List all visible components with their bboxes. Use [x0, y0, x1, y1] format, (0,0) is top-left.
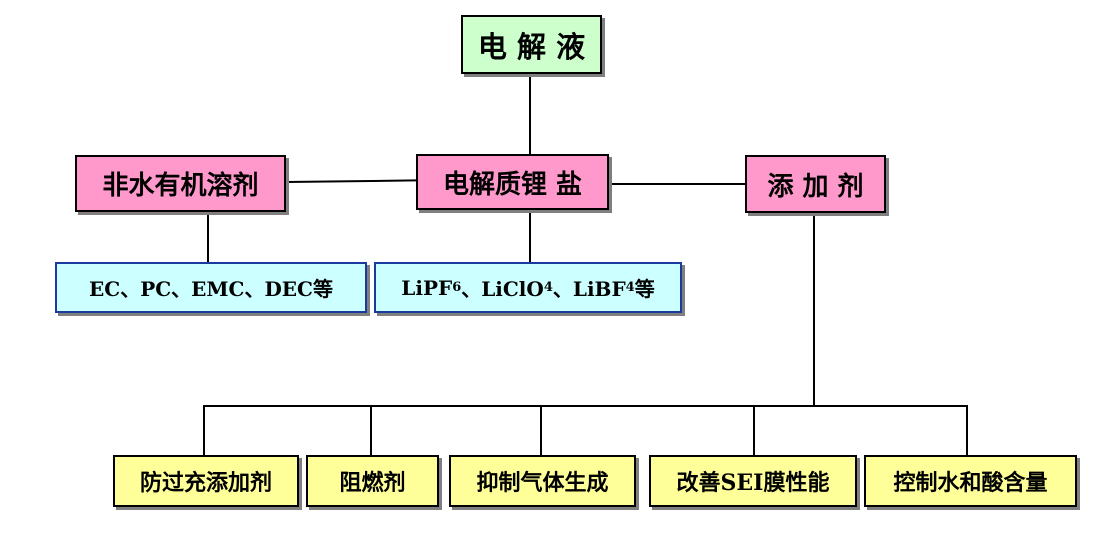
- node-gas-suppression: 抑制气体生成: [449, 455, 636, 507]
- connector-salt-to-solvent: [285, 179, 417, 183]
- salt-text-liclo: 、LiClO: [461, 277, 544, 301]
- connector-additive-trunk: [813, 213, 815, 406]
- connector-drop-3: [540, 405, 542, 455]
- root-node-electrolyte: 电 解 液: [461, 15, 602, 74]
- connector-drop-4: [753, 405, 755, 455]
- salt-text-libf: 、LiBF: [552, 277, 626, 301]
- connector-root-to-salt: [529, 74, 531, 164]
- node-flame-retardant: 阻燃剂: [306, 455, 439, 507]
- salt-text-lipf: LiPF: [401, 275, 453, 300]
- connector-solvent-to-examples: [207, 212, 209, 262]
- connector-drop-5: [966, 405, 968, 455]
- node-nonaqueous-solvent: 非水有机溶剂: [75, 155, 286, 212]
- connector-salt-to-examples: [529, 210, 531, 262]
- connector-salt-to-additive: [609, 183, 745, 185]
- node-additive: 添 加 剂: [745, 155, 886, 213]
- node-solvent-examples: EC、PC、EMC、DEC等: [55, 262, 367, 313]
- node-water-acid-control: 控制水和酸含量: [864, 455, 1077, 507]
- salt-text-etc: 等: [634, 277, 655, 301]
- node-lithium-salt: 电解质锂 盐: [416, 154, 609, 210]
- node-overcharge-additive: 防过充添加剂: [113, 455, 299, 507]
- node-sei-improvement: 改善SEI膜性能: [649, 455, 857, 507]
- connector-additive-bus: [203, 405, 968, 407]
- connector-drop-1: [203, 405, 205, 455]
- connector-drop-2: [370, 405, 372, 455]
